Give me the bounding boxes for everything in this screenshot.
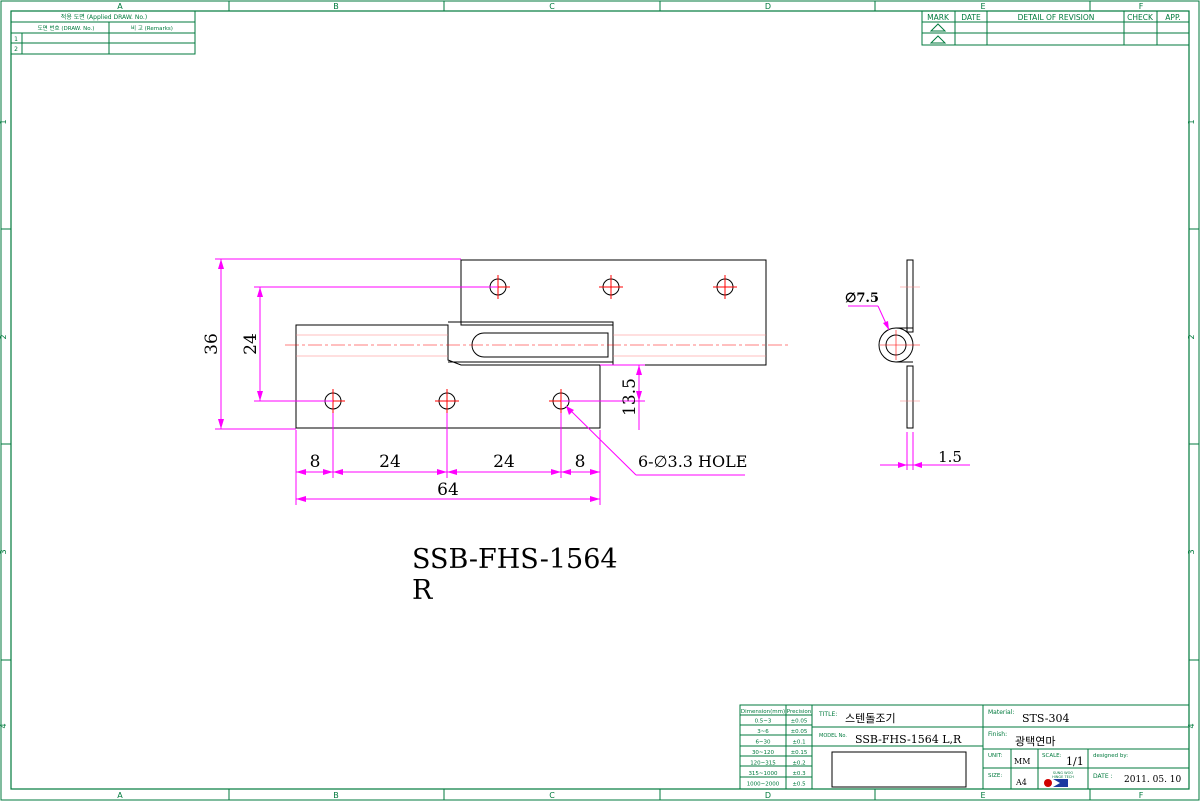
row-number-right: 3: [1187, 549, 1196, 554]
col-letter-bottom: D: [765, 791, 771, 800]
row-number-right: 4: [1187, 723, 1196, 728]
revision-col-check: CHECK: [1127, 13, 1154, 22]
frame-column-letters: A B C D E F A B C D E F: [117, 2, 1143, 800]
revision-col-detail: DETAIL OF REVISION: [1018, 13, 1095, 22]
tolerance-precision: ±0.5: [792, 782, 806, 788]
svg-text:SUNG WOO: SUNG WOO: [1053, 771, 1073, 775]
material-value: STS-304: [1022, 712, 1070, 725]
tolerance-table: Dimension(mm) Precision 0.5~3 ±0.05 3~6 ±0.…: [739, 704, 813, 790]
model-label: MODEL No.: [819, 733, 847, 739]
tolerance-header: Dimension(mm): [741, 709, 785, 715]
side-view-dimensions: ∅7.5 1.5: [845, 291, 970, 470]
applied-block-row-number: 1: [14, 36, 18, 43]
applied-block-row-number: 2: [14, 46, 18, 53]
tolerance-precision: ±0.05: [791, 719, 808, 725]
scale-label: SCALE:: [1042, 753, 1062, 759]
row-number-right: 2: [1187, 334, 1196, 339]
size-value: A4: [1015, 778, 1027, 787]
tolerance-precision: ±0.2: [792, 761, 805, 767]
dim-overall-width: 64: [437, 480, 459, 500]
row-number-left: 1: [0, 119, 8, 124]
row-number-left: 3: [0, 549, 8, 554]
applied-drawing-block: 적용 도면 (Applied DRAW. No.) 도면 번호 (DRAW. N…: [10, 10, 196, 55]
tolerance-range: 315~1000: [748, 771, 778, 777]
col-letter-bottom: B: [333, 791, 339, 800]
svg-text:HINGE TECH: HINGE TECH: [1052, 775, 1074, 779]
finish-label: Finish:: [988, 731, 1007, 738]
tolerance-header: Precision: [787, 709, 812, 715]
col-letter-bottom: C: [549, 791, 555, 800]
material-label: Material:: [988, 709, 1014, 716]
row-number-right: 1: [1187, 119, 1196, 124]
part-side: R: [412, 575, 433, 606]
tolerance-range: 3~6: [757, 729, 769, 735]
dim-hole-span: 24: [241, 333, 261, 355]
col-letter-bottom: E: [980, 791, 985, 800]
applied-block-header: 적용 도면 (Applied DRAW. No.): [61, 13, 147, 21]
dim-overall-height: 36: [202, 333, 222, 355]
tolerance-precision: ±0.3: [792, 771, 806, 777]
revision-triangle-icon: [929, 35, 947, 44]
revision-col-app: APP.: [1165, 13, 1180, 22]
revision-col-mark: MARK: [927, 13, 950, 22]
applied-block-col-remarks: 비 고 (Remarks): [131, 24, 173, 32]
tolerance-precision: ±0.1: [792, 740, 805, 746]
front-view: [285, 259, 790, 429]
row-number-left: 2: [0, 334, 8, 339]
dim-thickness: 1.5: [938, 448, 962, 466]
dim-bottom-segment: 24: [379, 452, 401, 472]
tolerance-range: 0.5~3: [755, 719, 772, 725]
tolerance-range: 6~30: [755, 740, 771, 746]
col-letter-top: E: [980, 2, 985, 11]
mounting-hole: [713, 275, 737, 299]
date-label: DATE :: [1093, 773, 1113, 780]
designed-by-label: designed by:: [1093, 753, 1128, 759]
tolerance-range: 1000~2000: [747, 782, 780, 788]
finish-value: 광택연마: [1015, 735, 1055, 748]
side-view: [878, 259, 920, 429]
applied-block-col-drawno: 도면 번호 (DRAW. No.): [38, 24, 95, 32]
col-letter-top: F: [1139, 2, 1144, 11]
title-value: 스텐돌조기: [845, 712, 896, 725]
pin-slot: [471, 332, 609, 358]
row-number-left: 4: [0, 723, 8, 728]
unit-value: MM: [1014, 757, 1030, 766]
part-number: SSB-FHS-1564: [412, 544, 618, 575]
col-letter-top: C: [549, 2, 555, 11]
tolerance-range: 120~315: [750, 761, 776, 767]
revision-col-date: DATE: [961, 13, 981, 22]
front-view-dimensions: 36 24 13.5 8 24 24 8 64 6-∅3.3 HOLE: [202, 258, 747, 505]
mounting-hole: [435, 389, 459, 413]
dim-pin-diameter: ∅7.5: [845, 291, 879, 306]
dim-bottom-segment: 24: [493, 452, 515, 472]
title-block: TITLE: 스텐돌조기 MODEL No. SSB-FHS-1564 L,R …: [811, 704, 1190, 790]
company-logo: SUNG WOO HINGE TECH: [1044, 771, 1074, 787]
tolerance-precision: ±0.15: [791, 750, 808, 756]
unit-label: UNIT:: [988, 753, 1003, 759]
dim-bottom-segment: 8: [310, 452, 321, 472]
scale-value: 1/1: [1066, 755, 1084, 768]
tolerance-range: 30~120: [752, 750, 775, 756]
col-letter-top: D: [765, 2, 771, 11]
col-letter-bottom: A: [117, 791, 123, 800]
revision-triangle-icon: [929, 23, 947, 32]
dim-bottom-segment: 8: [575, 452, 586, 472]
frame-row-numbers: 1 2 3 4 1 2 3 4: [0, 119, 1196, 728]
revision-block: MARK DATE DETAIL OF REVISION CHECK APP.: [921, 10, 1190, 46]
col-letter-bottom: F: [1139, 791, 1144, 800]
mounting-hole: [599, 275, 623, 299]
part-label: SSB-FHS-1564 R: [412, 544, 618, 606]
size-label: SIZE:: [988, 773, 1002, 779]
hole-note: 6-∅3.3 HOLE: [638, 452, 747, 471]
date-value: 2011. 05. 10: [1124, 775, 1182, 785]
model-value: SSB-FHS-1564 L,R: [855, 733, 962, 746]
tolerance-precision: ±0.05: [791, 729, 808, 735]
col-letter-top: A: [117, 2, 123, 11]
title-label: TITLE:: [818, 711, 837, 718]
col-letter-top: B: [333, 2, 339, 11]
dim-edge-to-hole: 13.5: [620, 378, 640, 416]
lower-leaf-outline: [295, 324, 601, 429]
